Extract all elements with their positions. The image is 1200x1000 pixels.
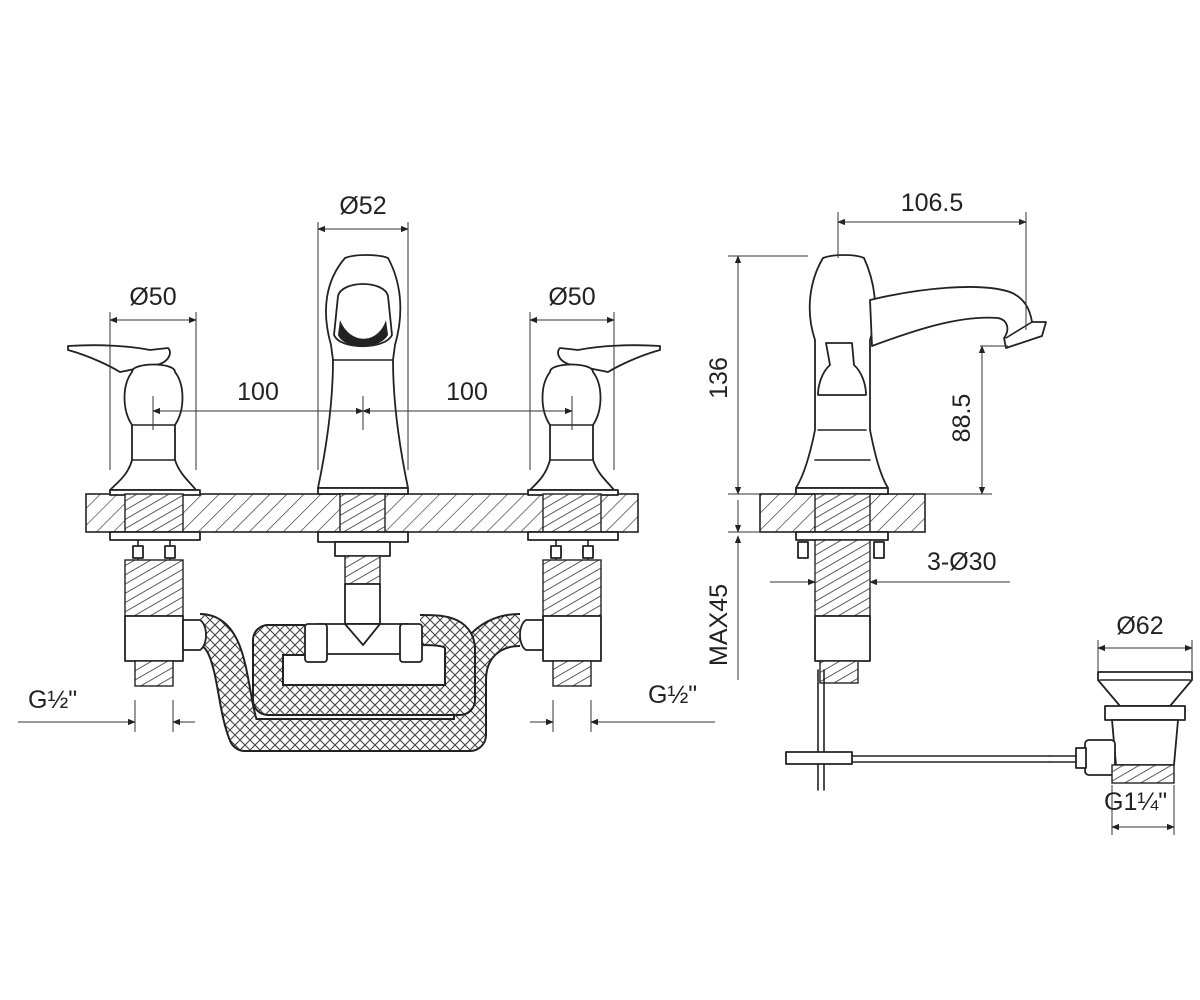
dim-dia-spout: Ø52 (317, 192, 409, 470)
dim-dia-right: Ø50 (529, 283, 615, 470)
dim-total-height: 136 (705, 255, 808, 495)
label-hole-dia: 3-Ø30 (927, 548, 996, 576)
label-spout-height: 88.5 (948, 394, 976, 443)
label-dia-spout: Ø52 (339, 192, 386, 220)
right-handle-valve (519, 344, 661, 687)
dim-spacing: 100 100 (152, 378, 573, 430)
dim-waste-thread: G1¼" (1104, 785, 1175, 835)
label-thread-left: G½" (28, 686, 77, 714)
dim-spout-reach: 106.5 (837, 189, 1027, 330)
label-spacing-left: 100 (237, 378, 279, 406)
label-max-deck: MAX45 (705, 584, 733, 666)
flexible-hoses (197, 613, 522, 752)
label-spout-reach: 106.5 (901, 189, 964, 217)
dim-hole-dia: 3-Ø30 (770, 548, 1010, 588)
dim-spout-height: 88.5 (925, 345, 1008, 495)
left-handle-valve (67, 344, 207, 687)
front-view: Ø50 Ø52 Ø50 100 100 (18, 192, 715, 752)
label-total-height: 136 (705, 357, 733, 399)
label-dia-handle-left: Ø50 (129, 283, 176, 311)
dim-thread-right: G½" (530, 681, 715, 732)
center-spout (304, 254, 423, 663)
label-dia-handle-right: Ø50 (548, 283, 595, 311)
dim-thread-left: G½" (18, 686, 195, 732)
label-thread-right: G½" (648, 681, 697, 709)
label-waste-dia: Ø62 (1116, 612, 1163, 640)
dim-max-deck: MAX45 (705, 500, 760, 680)
label-thread-waste: G1¼" (1104, 788, 1167, 816)
label-spacing-right: 100 (446, 378, 488, 406)
side-view: 106.5 136 88.5 MAX45 (705, 189, 1051, 791)
popup-waste: Ø62 G1¼" (1049, 612, 1193, 835)
dim-waste-dia: Ø62 (1097, 612, 1193, 672)
dim-dia-left: Ø50 (109, 283, 197, 470)
